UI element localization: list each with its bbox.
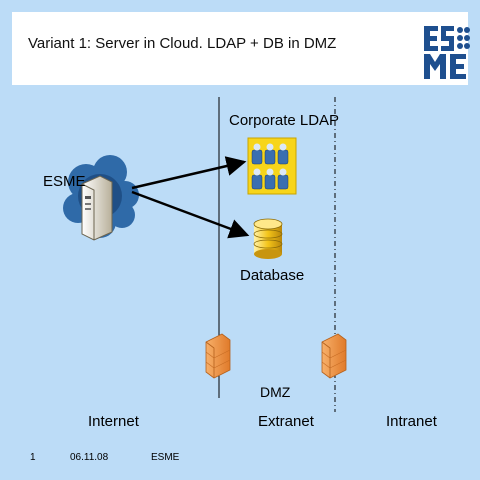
slide-title: Variant 1: Server in Cloud. LDAP + DB in… <box>28 35 337 52</box>
esme-logo <box>424 26 470 79</box>
zone-internet-label: Internet <box>88 413 139 430</box>
zone-intranet-label: Intranet <box>386 413 437 430</box>
ldap-users-icon <box>247 137 297 195</box>
server-icon <box>81 175 113 241</box>
dmz-label: DMZ <box>260 384 291 400</box>
footer-company: ESME <box>151 452 180 463</box>
footer-date: 06.11.08 <box>70 452 109 463</box>
slide-header: Variant 1: Server in Cloud. LDAP + DB in… <box>12 12 470 85</box>
firewall-icon-right <box>321 333 347 379</box>
database-label: Database <box>240 267 305 284</box>
zone-extranet-label: Extranet <box>258 413 314 430</box>
firewall-icon-left <box>205 333 231 379</box>
ldap-label: Corporate LDAP <box>229 112 340 129</box>
database-icon <box>253 218 283 259</box>
footer-page-number: 1 <box>30 452 36 463</box>
arrow-to-database <box>131 190 250 239</box>
esme-label: ESME <box>43 173 86 190</box>
arrow-to-ldap <box>131 156 247 190</box>
